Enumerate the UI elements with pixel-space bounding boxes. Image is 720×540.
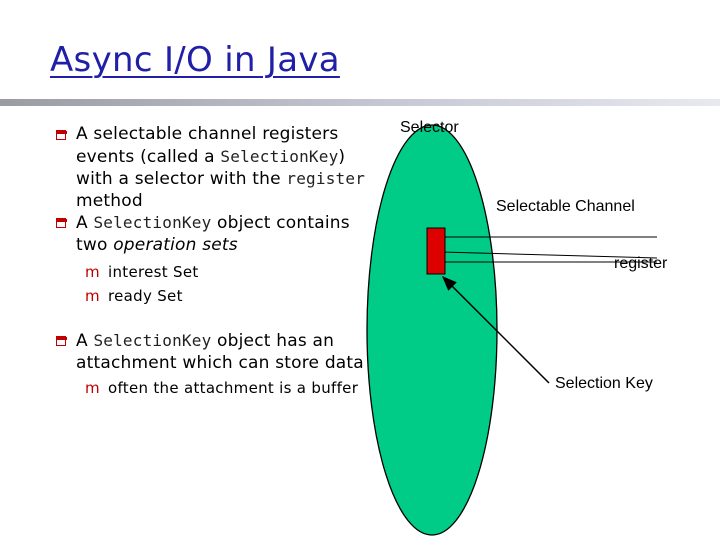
register-arrow xyxy=(432,247,658,259)
selector-label: Selector xyxy=(400,119,459,136)
bullet-operation-sets: A SelectionKey object contains two opera… xyxy=(56,212,374,256)
bullet-box-icon xyxy=(56,218,67,228)
bullet-list: A selectable channel registers events (c… xyxy=(56,124,374,399)
bullet-text-3: A SelectionKey object has an attachment … xyxy=(76,331,364,373)
subbullet-text: ready Set xyxy=(108,287,183,305)
bullet-register-events: A selectable channel registers events (c… xyxy=(56,124,374,212)
bullet-box-icon xyxy=(56,130,67,140)
subbullet-ready-set: m ready Set xyxy=(56,284,374,308)
bullet-text-1: A selectable channel registers events (c… xyxy=(76,124,366,211)
selector-ellipse xyxy=(366,124,498,536)
sub-bullet-icon: m xyxy=(85,379,100,397)
subbullet-interest-set: m interest Set xyxy=(56,260,374,284)
subbullet-text: interest Set xyxy=(108,263,199,281)
selection-key-box xyxy=(426,227,446,275)
selection-key-label: Selection Key xyxy=(555,375,653,392)
bullet-box-icon xyxy=(56,336,67,346)
subbullet-text: often the attachment is a buffer xyxy=(108,379,359,397)
slide-title: Async I/O in Java xyxy=(50,40,340,80)
sub-bullet-icon: m xyxy=(85,287,100,305)
bullet-attachment: A SelectionKey object has an attachment … xyxy=(56,330,374,374)
selectable-channel-label: Selectable Channel xyxy=(496,198,635,215)
bullet-text-2: A SelectionKey object contains two opera… xyxy=(76,213,350,255)
selection-key-arrow xyxy=(441,275,550,384)
sub-bullet-icon: m xyxy=(85,263,100,281)
subbullet-buffer: m often the attachment is a buffer xyxy=(56,378,374,399)
register-label: register xyxy=(614,255,668,272)
title-divider xyxy=(0,99,720,106)
